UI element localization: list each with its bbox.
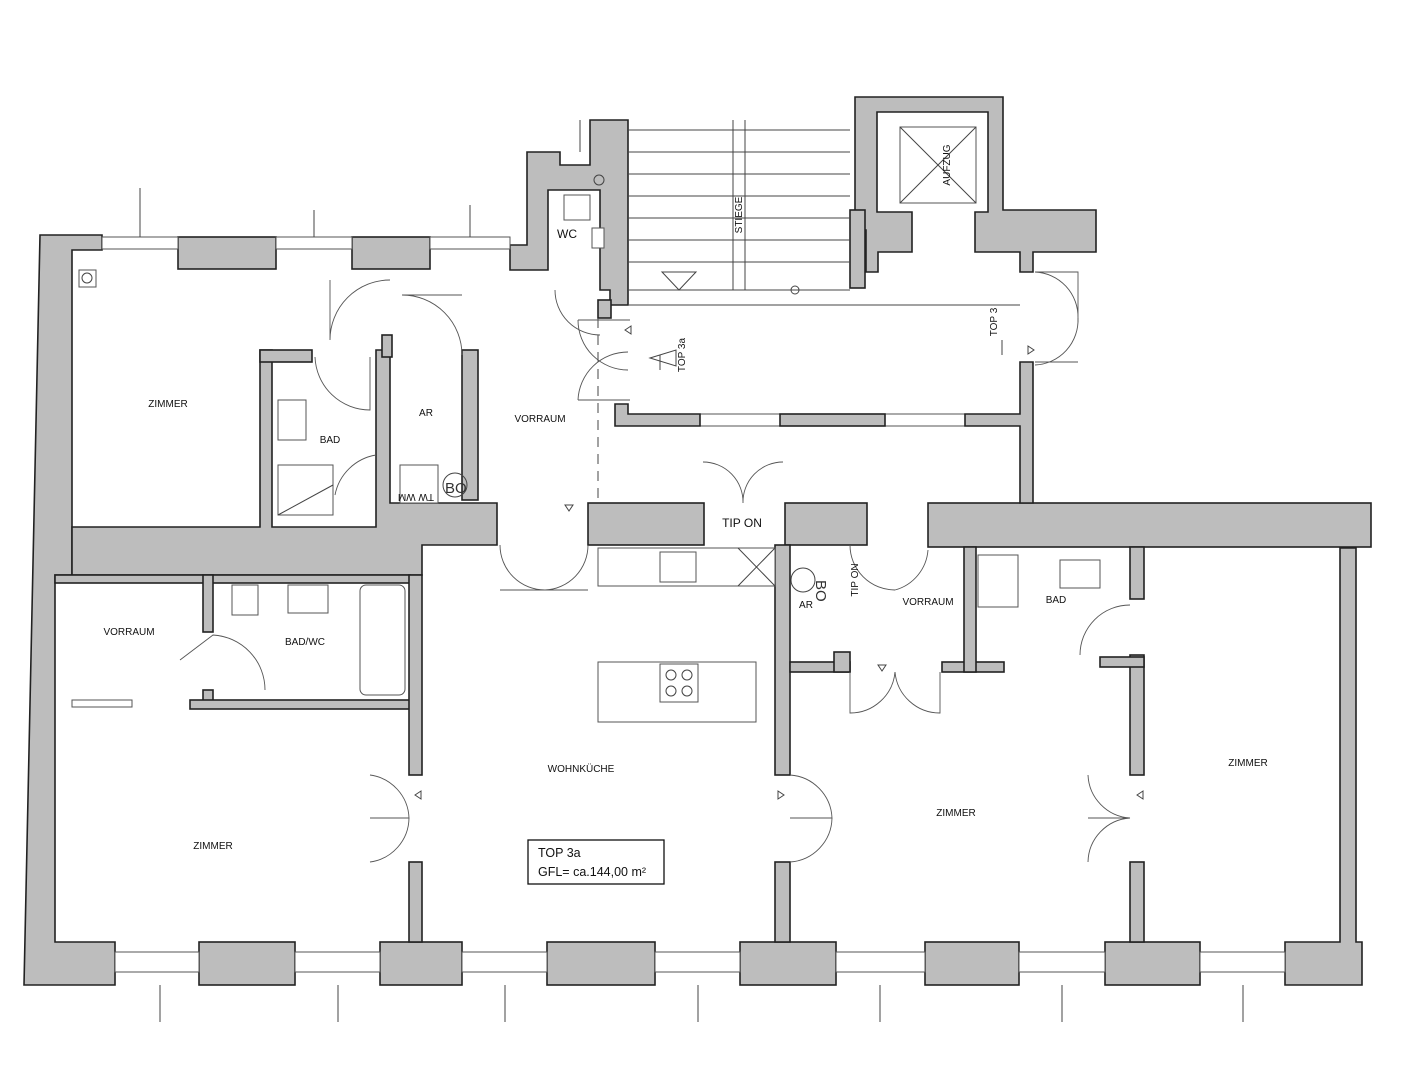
room-label-bad-nw: BAD [320, 435, 341, 446]
fixtures: TW WM BO BO [71, 174, 1101, 723]
label-tip-on-east: TIP ON [850, 563, 861, 596]
elevator-shaft-wall [854, 96, 1097, 273]
south-pier-4 [739, 941, 837, 986]
room-label-bad-wc: BAD/WC [285, 637, 325, 648]
washer [399, 464, 439, 504]
southeast-corner-wall [1284, 547, 1363, 986]
west-exterior-wall [23, 234, 116, 986]
bo-east-label: BO [812, 580, 829, 602]
tip-on-block-east [784, 502, 868, 546]
corridor-wall-east [964, 361, 1034, 504]
kitchen-east-wall-lower [774, 861, 791, 943]
corridor-wall-top3a [614, 403, 701, 427]
room-label-zimmer-sw: ZIMMER [193, 841, 232, 852]
wc-toilet [563, 194, 591, 221]
south-pier-3 [546, 941, 656, 986]
kitchen-west-wall-lower [408, 861, 423, 943]
stair-east-wall [849, 209, 866, 289]
room-label-wohnkueche: WOHNKÜCHE [548, 763, 615, 775]
stair-west-wall [509, 119, 629, 306]
cooktop [659, 663, 699, 703]
ar-east-wall [461, 349, 479, 501]
bath-toilet [231, 584, 259, 616]
corridor-wall-mid [779, 413, 886, 427]
windows [101, 188, 1286, 1022]
sink-bad-nw [277, 399, 307, 441]
bath-north-strip [54, 574, 411, 584]
room-label-wc: WC [557, 227, 577, 241]
room-label-vorraum-center: VORRAUM [514, 414, 565, 425]
south-pier-6 [1104, 941, 1201, 986]
room-label-zimmer-east-mid: ZIMMER [936, 808, 975, 819]
bath-west-wall-upper [202, 574, 214, 633]
kitchen-east-wall-upper [774, 544, 791, 776]
bo-nw-label: BO [445, 480, 467, 497]
label-tip-on-center: TIP ON [722, 516, 762, 530]
room-label-vorraum-east: VORRAUM [902, 597, 953, 608]
room-labels: ZIMMER BAD AR WC VORRAUM VORRAUM BAD/WC … [103, 227, 1267, 852]
central-horizontal-wall [71, 349, 498, 576]
ar-east-jamb [833, 651, 851, 673]
shower-bad-east [977, 554, 1019, 608]
room-label-ar-nw: AR [419, 408, 433, 419]
stair-label: STIEGE [734, 196, 745, 233]
unit-area: GFL= ca.144,00 m² [538, 865, 646, 879]
bath-sink [287, 584, 329, 614]
tip-on-block-west [587, 502, 705, 546]
label-entry-top3a: TOP 3a [677, 338, 688, 373]
direction-markers [414, 325, 1144, 800]
ar-door-jamb [381, 334, 393, 358]
radiator-west [71, 699, 133, 708]
exterior-walls [23, 234, 1372, 986]
unit-name: TOP 3a [538, 846, 581, 860]
room-label-ar-east: AR [799, 600, 813, 611]
doors [179, 271, 1131, 863]
elevator-label: AUFZUG [942, 144, 953, 185]
bad-east-west-wall [963, 546, 977, 673]
zimmer-divider-lower [1129, 861, 1145, 943]
bath-south-wall [189, 699, 411, 710]
unit-info-box: TOP 3a GFL= ca.144,00 m² [527, 839, 665, 885]
label-entry-top3: TOP 3 [989, 307, 1000, 336]
sink-bad-east [1059, 559, 1101, 589]
kitchen-west-wall-upper [408, 574, 423, 776]
core-walls [509, 96, 1097, 306]
interior-walls [54, 299, 1145, 943]
zimmer-divider-upper [1129, 654, 1145, 776]
entry-jamb [597, 299, 612, 319]
north-pier-2 [351, 236, 431, 270]
tw-wm-label: TW WM [398, 491, 434, 502]
south-pier-2 [379, 941, 463, 986]
bad-north-wall-a [259, 349, 313, 363]
south-pier-5 [924, 941, 1020, 986]
bathtub [359, 584, 406, 696]
room-label-zimmer-nw: ZIMMER [148, 399, 187, 410]
guide-lines [579, 120, 1020, 503]
bad-east-east-wall-upper [1129, 546, 1145, 600]
south-pier-1 [198, 941, 296, 986]
room-label-bad-east: BAD [1046, 595, 1067, 606]
north-pier-1 [177, 236, 277, 270]
wc-sink [591, 227, 605, 249]
east-wing-north-wall [927, 502, 1372, 548]
stair: STIEGE [628, 120, 850, 295]
bad-east-south-wall-b [1099, 656, 1145, 668]
room-label-vorraum-west: VORRAUM [103, 627, 154, 638]
room-label-zimmer-east: ZIMMER [1228, 758, 1267, 769]
kitchen-sink [659, 551, 697, 583]
elevator: AUFZUG [899, 126, 977, 204]
